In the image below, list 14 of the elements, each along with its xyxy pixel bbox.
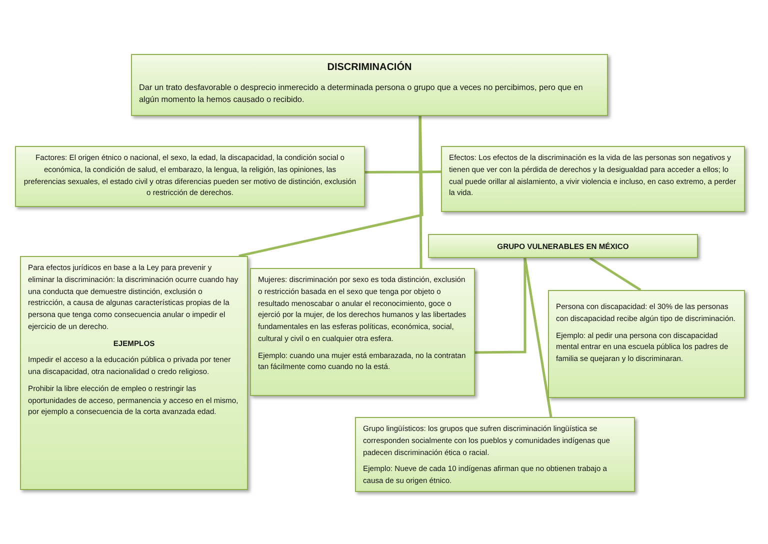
connector-line <box>418 116 422 268</box>
text-box <box>548 290 745 398</box>
text-box <box>355 417 635 492</box>
connector-line <box>524 258 552 418</box>
heading-box <box>428 234 698 258</box>
text-box <box>131 54 608 116</box>
text-box <box>20 256 248 490</box>
title-text: DISCRIMINACIÓN <box>326 60 413 75</box>
text-box <box>250 268 475 396</box>
connector-line <box>589 256 642 292</box>
text-box <box>441 146 745 212</box>
connector-line <box>474 258 526 354</box>
text-box <box>15 146 365 207</box>
body-text: Dar un trato desfavorable o desprecio inmerecido a determinada persona o grupo que a veces no percibimos, pero que en algún momento la hemos causado o recibido. <box>139 82 584 106</box>
